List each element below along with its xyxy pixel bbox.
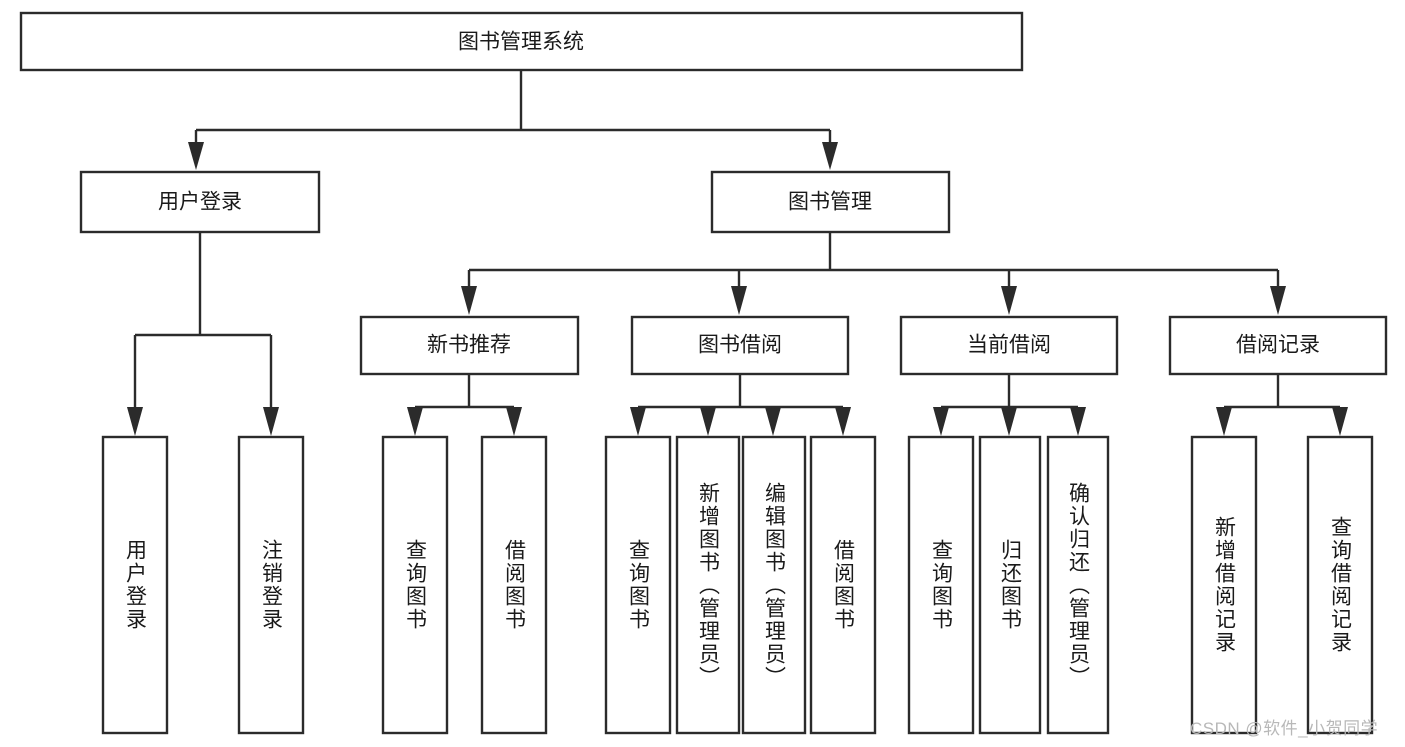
leaf-box-user-login-1[interactable] (237, 435, 305, 735)
arrow-head-nb-leaf-2 (506, 407, 522, 436)
node-borrow-record[interactable]: 借阅记录 (1168, 315, 1388, 376)
borrow-record-label: 借阅记录 (1236, 334, 1320, 357)
edges-book-borrow-to-leaves (630, 374, 851, 436)
edges-user-login-to-leaves (127, 232, 279, 436)
leaf-box-borrow-record-1[interactable] (1306, 435, 1374, 735)
node-book-borrow[interactable]: 图书借阅 (630, 315, 850, 376)
arrow-head-to-leaf-logout (263, 407, 279, 436)
arrow-head-to-user-login (188, 142, 204, 170)
leaf-box-book-borrow-0[interactable] (604, 435, 672, 735)
leaf-box-borrow-record-0[interactable] (1190, 435, 1258, 735)
arrow-head-cb-leaf-2 (1001, 407, 1017, 436)
arrow-head-bb-leaf-3 (765, 407, 781, 436)
arrow-head-to-book-borrow (731, 286, 747, 315)
arrow-head-cb-leaf-1 (933, 407, 949, 436)
book-manage-box[interactable] (710, 170, 951, 234)
borrow-record-box[interactable] (1168, 315, 1388, 376)
arrow-head-to-new-book (461, 286, 477, 315)
arrow-head-br-leaf-2 (1332, 407, 1348, 436)
node-user-login[interactable]: 用户登录 (79, 170, 321, 234)
arrow-head-bb-leaf-2 (700, 407, 716, 436)
leaf-box-current-borrow-0[interactable] (907, 435, 975, 735)
arrow-head-to-leaf-user-login (127, 407, 143, 436)
leaf-box-book-borrow-3[interactable] (809, 435, 877, 735)
leaf-box-user-login-0[interactable] (101, 435, 169, 735)
node-new-book-recommend[interactable]: 新书推荐 (359, 315, 580, 376)
node-root[interactable]: 图书管理系统 (19, 11, 1024, 72)
arrow-head-to-current-borrow (1001, 286, 1017, 315)
arrow-head-br-leaf-1 (1216, 407, 1232, 436)
new-book-recommend-label: 新书推荐 (427, 334, 511, 357)
edges-book-manage-to-level3 (461, 232, 1286, 315)
leaf-box-current-borrow-1[interactable] (978, 435, 1042, 735)
node-book-manage[interactable]: 图书管理 (710, 170, 951, 234)
book-borrow-label: 图书借阅 (698, 334, 782, 357)
csdn-watermark: CSDN @软件_小贺同学 (1190, 719, 1379, 738)
arrow-head-cb-leaf-3 (1070, 407, 1086, 436)
arrow-head-to-borrow-record (1270, 286, 1286, 315)
leaf-box-new-book-0[interactable] (381, 435, 449, 735)
arrow-head-to-book-manage (822, 142, 838, 170)
node-current-borrow[interactable]: 当前借阅 (899, 315, 1119, 376)
root-label: 图书管理系统 (458, 31, 584, 54)
current-borrow-box[interactable] (899, 315, 1119, 376)
book-borrow-box[interactable] (630, 315, 850, 376)
edges-new-book-to-leaves (407, 374, 522, 436)
arrow-head-bb-leaf-1 (630, 407, 646, 436)
edges-current-borrow-to-leaves (933, 374, 1086, 436)
leaf-box-new-book-1[interactable] (480, 435, 548, 735)
leaf-box-book-borrow-1[interactable] (675, 435, 741, 735)
leaf-box-book-borrow-2[interactable] (741, 435, 807, 735)
book-manage-label: 图书管理 (788, 191, 872, 214)
new-book-recommend-box[interactable] (359, 315, 580, 376)
current-borrow-label: 当前借阅 (967, 334, 1051, 357)
root-box[interactable] (19, 11, 1024, 72)
arrow-head-bb-leaf-4 (835, 407, 851, 436)
edges-root-to-level2 (188, 70, 838, 170)
edges-borrow-record-to-leaves (1216, 374, 1348, 436)
leaf-box-current-borrow-2[interactable] (1046, 435, 1110, 735)
user-login-label: 用户登录 (158, 191, 242, 214)
arrow-head-nb-leaf-1 (407, 407, 423, 436)
